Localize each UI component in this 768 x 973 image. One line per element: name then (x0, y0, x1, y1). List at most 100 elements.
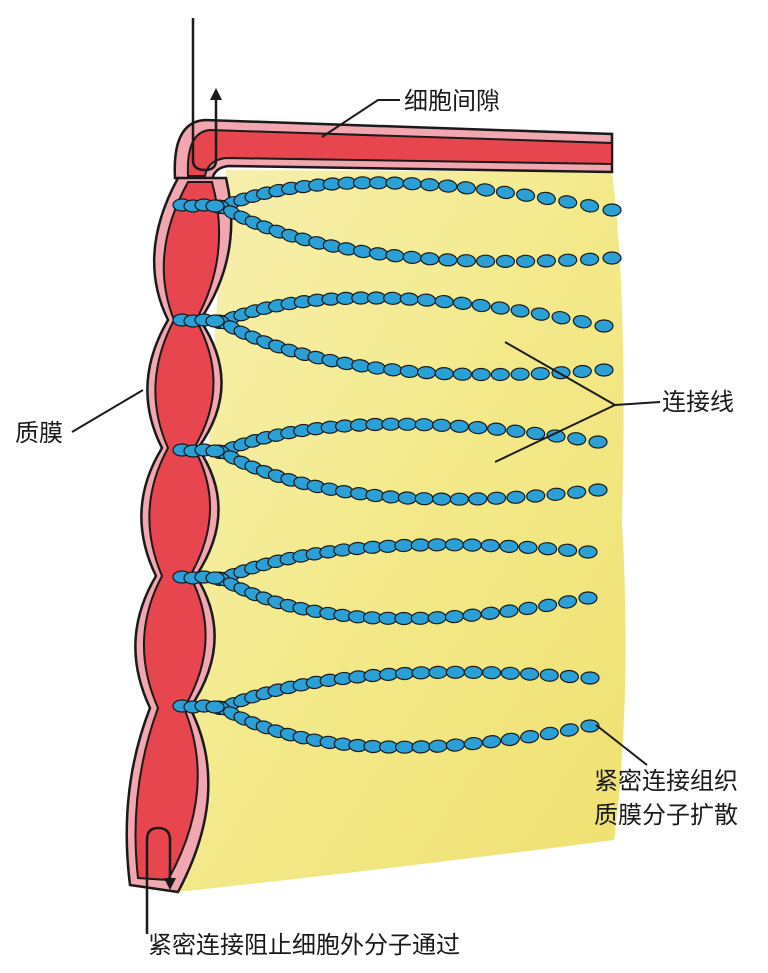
strand-bead (205, 444, 225, 458)
strand-bead (495, 185, 515, 200)
strand-bead (383, 291, 403, 305)
strand-bead (456, 181, 476, 195)
strand-bead (476, 183, 496, 197)
strand-bead (411, 666, 431, 680)
strand-bead (500, 732, 520, 747)
strand-bead (518, 540, 538, 555)
strand-bead (580, 671, 600, 685)
strand-bead (520, 730, 540, 744)
strand-bead (539, 668, 559, 682)
strand-bead (578, 591, 598, 605)
strand-bead (518, 601, 538, 616)
strand-bead (394, 611, 414, 626)
strand-bead (602, 203, 622, 217)
strand-bead (499, 604, 519, 618)
strand-bead (368, 176, 389, 190)
strand-bead (420, 252, 440, 266)
strand-bead (414, 418, 434, 432)
strand-bead (397, 417, 417, 431)
strand-bead (462, 538, 482, 552)
strand-bead (572, 364, 592, 379)
strand-bead (482, 735, 502, 749)
strand-bead (495, 254, 515, 268)
top-arrow-head (210, 88, 222, 100)
strand-bead (520, 667, 540, 681)
strand-bead (352, 176, 373, 190)
strand-bead (506, 490, 526, 504)
strand-bead (572, 314, 592, 329)
strand-bead (567, 432, 587, 446)
strand-bead (538, 598, 558, 613)
strand-bead (432, 492, 452, 506)
strand-bead (536, 191, 556, 206)
strand-bead (414, 492, 434, 506)
strand-bead (551, 310, 571, 325)
strand-bead (402, 177, 422, 191)
strand-bead (558, 543, 578, 557)
strand-bead (381, 417, 401, 431)
strand-bead (379, 740, 399, 754)
strand-bead (558, 195, 578, 209)
strand-bead (482, 666, 502, 680)
strand-bead (452, 296, 472, 310)
strand-bead (445, 665, 465, 679)
strand-bead (428, 739, 448, 753)
strand-bead (471, 298, 491, 313)
label-blocks-passage: 紧密连接阻止细胞外分子通过 (148, 931, 460, 959)
strand-bead (452, 367, 472, 381)
strand-bead (526, 426, 546, 441)
strand-bead (490, 301, 510, 315)
strand-bead (499, 539, 519, 554)
strand-bead (427, 611, 447, 625)
strand-bead (510, 304, 530, 318)
strand-bead (411, 740, 431, 754)
strand-bead (516, 254, 536, 268)
strand-bead (500, 666, 520, 680)
strand-bead (594, 319, 614, 333)
strand-bead (559, 669, 579, 684)
strand-bead (427, 538, 447, 552)
strand-bead (530, 307, 550, 321)
label-junction-strands: 连接线 (662, 388, 734, 416)
strand-bead (567, 485, 587, 499)
strand-bead (580, 199, 600, 213)
strand-bead (480, 538, 500, 553)
strand-bead (530, 366, 550, 381)
bottom-arrow-path (145, 826, 172, 934)
strand-bead (559, 723, 579, 737)
strand-bead (471, 367, 491, 382)
strand-bead (580, 719, 600, 733)
junction-strands (172, 176, 622, 754)
leader-junction-2 (494, 404, 616, 463)
strand-bead (588, 435, 608, 449)
leader-tight-junction (595, 724, 648, 766)
strand-bead (366, 291, 387, 305)
strand-bead (602, 251, 622, 265)
strand-bead (205, 314, 225, 328)
strand-bead (546, 487, 566, 501)
strand-bead (476, 254, 496, 268)
strand-bead (506, 424, 526, 438)
strand-bead (438, 253, 458, 267)
leader-plasma-membrane (71, 389, 144, 433)
strand-bead (456, 254, 476, 268)
strand-bead (588, 483, 608, 497)
bottom-arrow-head (164, 878, 176, 890)
strand-bead (385, 176, 405, 190)
strand-bead (558, 253, 578, 267)
label-intercellular-space: 细胞间隙 (404, 87, 500, 115)
strand-bead (526, 489, 546, 503)
strand-bead (539, 726, 559, 741)
strand-bead (205, 700, 225, 714)
strand-bead (395, 666, 415, 681)
strand-bead (538, 542, 558, 556)
strand-bead (594, 363, 614, 377)
leader-intercellular-space (321, 99, 400, 138)
strand-bead (205, 571, 225, 585)
strand-bead (536, 254, 556, 268)
strand-bead (480, 606, 500, 620)
strand-bead (399, 292, 419, 306)
label-plasma-membrane: 质膜 (15, 419, 63, 447)
strand-bead (394, 538, 414, 553)
